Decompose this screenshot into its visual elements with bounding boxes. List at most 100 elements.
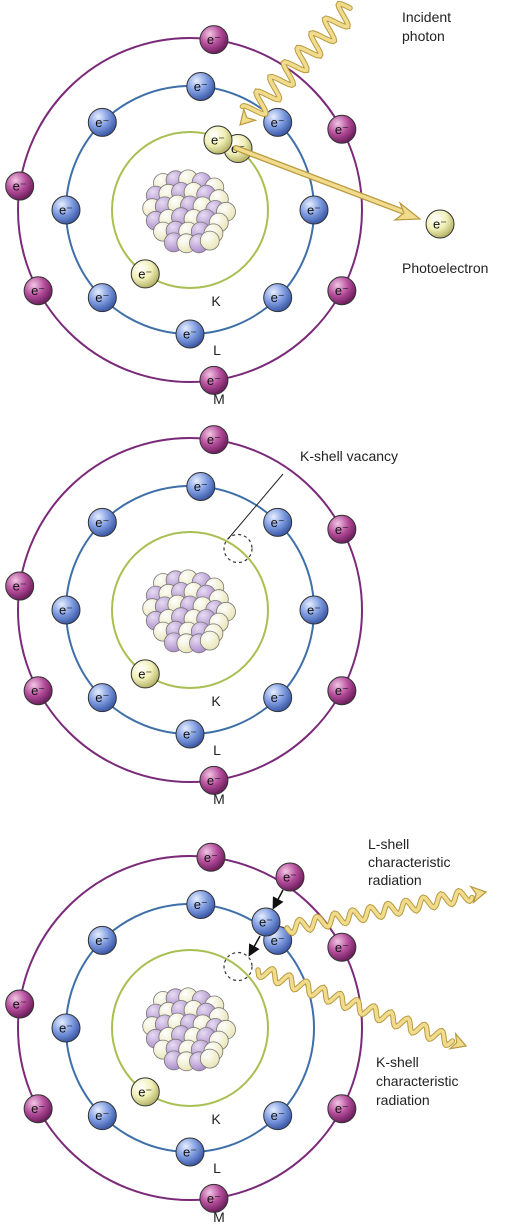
k-shell-orbit (111, 949, 269, 1107)
photoelectron-path-arrow (233, 145, 422, 221)
electron-symbol: e⁻ (138, 1084, 152, 1099)
electron-symbol: e⁻ (95, 290, 109, 305)
electron-symbol: e⁻ (31, 1101, 45, 1116)
k-shell-electron-icon: e⁻ (130, 1077, 160, 1107)
k-shell-electron-icon: e⁻ (425, 209, 455, 239)
l-shell-electron-icon: e⁻ (87, 107, 117, 137)
l-shell-electron-icon: e⁻ (263, 683, 293, 713)
m-shell-orbit (17, 37, 363, 383)
electron-symbol: e⁻ (271, 690, 285, 705)
electron-symbol: e⁻ (335, 1101, 349, 1116)
electron-symbol: e⁻ (95, 515, 109, 530)
photoelectron-label: Photoelectron (402, 260, 488, 276)
l-shell-electron-icon: e⁻ (263, 507, 293, 537)
electron-symbol: e⁻ (207, 773, 221, 788)
l-shell-electron-icon: e⁻ (175, 319, 205, 349)
electron-symbol: e⁻ (95, 1108, 109, 1123)
m-shell-electron-icon: e⁻ (199, 425, 229, 455)
m-shell-electron-icon: e⁻ (196, 842, 226, 872)
incident-photon-label-line2: photon (402, 28, 445, 44)
m-shell-electron-icon: e⁻ (327, 114, 357, 144)
nucleus-icon (142, 569, 236, 654)
electron-symbol: e⁻ (335, 683, 349, 698)
electron-symbol: e⁻ (335, 283, 349, 298)
l-shell-electron-icon: e⁻ (87, 925, 117, 955)
electron-symbol: e⁻ (259, 915, 273, 930)
k-shell-electron-icon: e⁻ (130, 659, 160, 689)
m-shell-label: M (213, 1209, 225, 1225)
electron-symbol: e⁻ (13, 997, 27, 1012)
k-shell-label: K (211, 293, 221, 309)
electron-symbol: e⁻ (271, 115, 285, 130)
incident-photon-label: Incident (402, 9, 451, 25)
electron-symbol: e⁻ (31, 683, 45, 698)
electron-symbol: e⁻ (307, 203, 321, 218)
electron-symbol: e⁻ (95, 115, 109, 130)
l-shell-electron-icon: e⁻ (87, 283, 117, 313)
electron-symbol: e⁻ (13, 579, 27, 594)
l-shell-electron-icon: e⁻ (87, 683, 117, 713)
m-shell-electron-icon: e⁻ (23, 276, 53, 306)
l-shell-electron-icon: e⁻ (175, 719, 205, 749)
electron-symbol: e⁻ (31, 283, 45, 298)
l-shell-radiation-label-line2: characteristic (368, 854, 450, 870)
m-shell-electron-icon: e⁻ (23, 1094, 53, 1124)
l-shell-label: L (213, 742, 221, 758)
electron-symbol: e⁻ (283, 870, 297, 885)
m-shell-electron-icon: e⁻ (327, 676, 357, 706)
nucleus-icon (142, 169, 236, 254)
k-shell-radiation-label-line2: characteristic (376, 1073, 458, 1089)
m-shell-label: M (213, 391, 225, 407)
m-shell-electron-icon: e⁻ (199, 765, 229, 795)
k-shell-radiation-wave-icon (255, 966, 468, 1050)
l-shell-radiation-label: L-shell (368, 836, 409, 852)
k-shell-vacancy-marker (223, 533, 253, 564)
l-shell-radiation-wave-icon (284, 885, 488, 937)
electron-symbol: e⁻ (207, 373, 221, 388)
electron-symbol: e⁻ (59, 203, 73, 218)
l-shell-label: L (213, 1160, 221, 1176)
k-shell-vacancy-label: K-shell vacancy (300, 448, 398, 464)
l-shell-electron-icon: e⁻ (263, 107, 293, 137)
k-shell-orbit (111, 131, 269, 289)
electron-symbol: e⁻ (271, 1108, 285, 1123)
m-shell-electron-icon: e⁻ (199, 25, 229, 55)
k-shell-orbit (111, 531, 269, 689)
electron-symbol: e⁻ (194, 897, 208, 912)
electron-symbol: e⁻ (95, 690, 109, 705)
electron-symbol: e⁻ (271, 515, 285, 530)
electron-symbol: e⁻ (307, 603, 321, 618)
l-to-k-transition-arrow (248, 935, 261, 957)
k-shell-vacancy-marker (223, 951, 253, 982)
l-shell-electron-icon: e⁻ (87, 1101, 117, 1131)
m-shell-label: M (213, 791, 225, 807)
electron-symbol: e⁻ (335, 940, 349, 955)
m-shell-electron-icon: e⁻ (199, 1183, 229, 1213)
electron-symbol: e⁻ (433, 217, 447, 232)
k-shell-radiation-label-line3: radiation (376, 1092, 430, 1108)
electron-symbol: e⁻ (207, 32, 221, 47)
electron-symbol: e⁻ (13, 179, 27, 194)
m-shell-electron-icon: e⁻ (5, 171, 35, 201)
l-shell-electron-icon: e⁻ (186, 71, 216, 101)
k-shell-radiation-label: K-shell (376, 1054, 419, 1070)
l-shell-electron-icon: e⁻ (87, 507, 117, 537)
electron-symbol: e⁻ (207, 432, 221, 447)
l-shell-electron-icon: e⁻ (51, 1013, 81, 1043)
l-shell-electron-icon: e⁻ (263, 283, 293, 313)
vacancy-leader-line (227, 473, 284, 540)
electron-symbol: e⁻ (95, 933, 109, 948)
l-shell-electron-icon: e⁻ (175, 1137, 205, 1167)
electron-symbol: e⁻ (271, 933, 285, 948)
electron-symbol: e⁻ (138, 666, 152, 681)
k-shell-electron-icon: e⁻ (203, 125, 233, 155)
l-shell-electron-icon: e⁻ (251, 907, 281, 937)
m-shell-electron-icon: e⁻ (5, 571, 35, 601)
electron-symbol: e⁻ (335, 122, 349, 137)
m-shell-electron-icon: e⁻ (275, 862, 305, 892)
